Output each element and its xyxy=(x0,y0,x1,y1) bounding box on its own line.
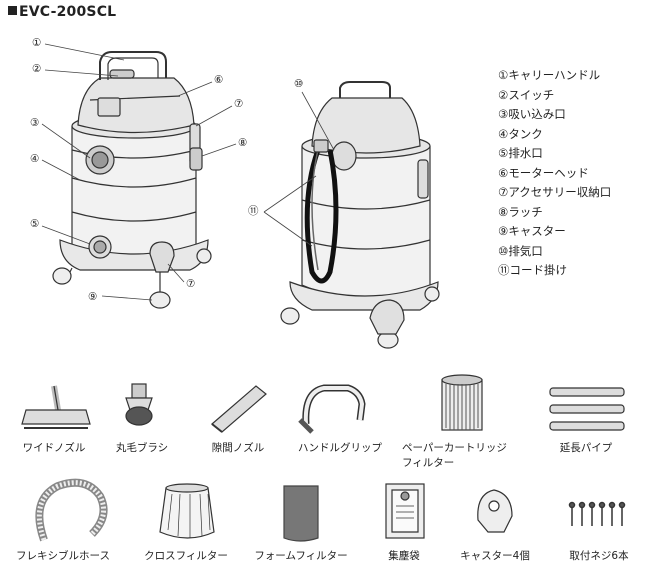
callout-7: ⑦ xyxy=(234,98,244,110)
callout-6: ⑥ xyxy=(214,74,224,86)
foam-filter-label: フォームフィルター xyxy=(254,550,348,562)
legend-item: ⑩排気口 xyxy=(498,243,543,258)
legend-item: ④タンク xyxy=(498,126,543,141)
legend-item: ⑤排水口 xyxy=(498,146,543,160)
parts-legend: ①キャリーハンドル ②スイッチ ③吸い込み口 ④タンク ⑤排水口 ⑥モーターヘッ… xyxy=(498,66,611,281)
caster-icon xyxy=(477,489,513,533)
cloth-filter-icon xyxy=(159,483,215,539)
cloth-filter-label: クロスフィルター xyxy=(144,550,228,562)
callout-3: ③ xyxy=(30,117,40,129)
handle-grip-label: ハンドルグリップ xyxy=(298,442,382,454)
front-view-vacuum xyxy=(52,51,212,309)
paper-cartridge-label: ペーパーカートリッジ xyxy=(402,442,507,454)
wide-nozzle-label: ワイドノズル xyxy=(22,442,86,454)
round-brush-label: 丸毛ブラシ xyxy=(115,442,169,454)
dust-bag-label: 集塵袋 xyxy=(388,550,420,562)
legend-item: ⑪コード掛け xyxy=(498,263,567,277)
dust-bag-icon xyxy=(385,483,425,539)
callout-9: ⑨ xyxy=(88,291,98,303)
flexible-hose-label: フレキシブルホース xyxy=(16,550,110,562)
legend-item: ①キャリーハンドル xyxy=(498,68,601,82)
callout-1: ① xyxy=(32,37,42,49)
model-name: EVC-200SCL xyxy=(19,4,117,20)
round-brush-icon xyxy=(125,383,153,426)
wide-nozzle-icon xyxy=(21,385,91,429)
callout-2: ② xyxy=(32,63,42,75)
legend-item: ⑨キャスター xyxy=(498,224,566,238)
callout-10: ⑩ xyxy=(294,78,304,90)
callout-8: ⑧ xyxy=(238,137,248,149)
crevice-nozzle-label: 隙間ノズル xyxy=(211,442,265,454)
square-bullet-icon xyxy=(8,6,17,15)
mounting-screws-icon xyxy=(568,501,626,526)
back-view-vacuum xyxy=(280,81,440,349)
crevice-nozzle-icon xyxy=(211,385,267,433)
legend-item: ③吸い込み口 xyxy=(498,107,566,121)
extension-pipe-icon xyxy=(549,387,625,431)
legend-item: ⑥モーターヘッド xyxy=(498,165,589,180)
model-title: EVC-200SCL xyxy=(8,4,116,20)
handle-grip-icon xyxy=(298,384,366,434)
callout-5: ⑤ xyxy=(30,218,40,230)
foam-filter-icon xyxy=(283,485,319,542)
callout-4: ④ xyxy=(30,153,40,165)
screws-label: 取付ネジ6本 xyxy=(569,550,629,562)
callout-11: ⑪ xyxy=(248,205,259,217)
casters-label: キャスター4個 xyxy=(460,550,530,562)
flexible-hose-icon xyxy=(35,478,108,542)
legend-item: ⑦アクセサリー収納口 xyxy=(498,185,612,199)
paper-cartridge-filter-icon xyxy=(441,374,483,431)
callout-7b: ⑦ xyxy=(186,278,196,290)
extension-pipe-label: 延長パイプ xyxy=(559,442,613,454)
filter-label: フィルター xyxy=(402,457,455,469)
legend-item: ②スイッチ xyxy=(498,87,555,102)
legend-item: ⑧ラッチ xyxy=(498,204,543,219)
